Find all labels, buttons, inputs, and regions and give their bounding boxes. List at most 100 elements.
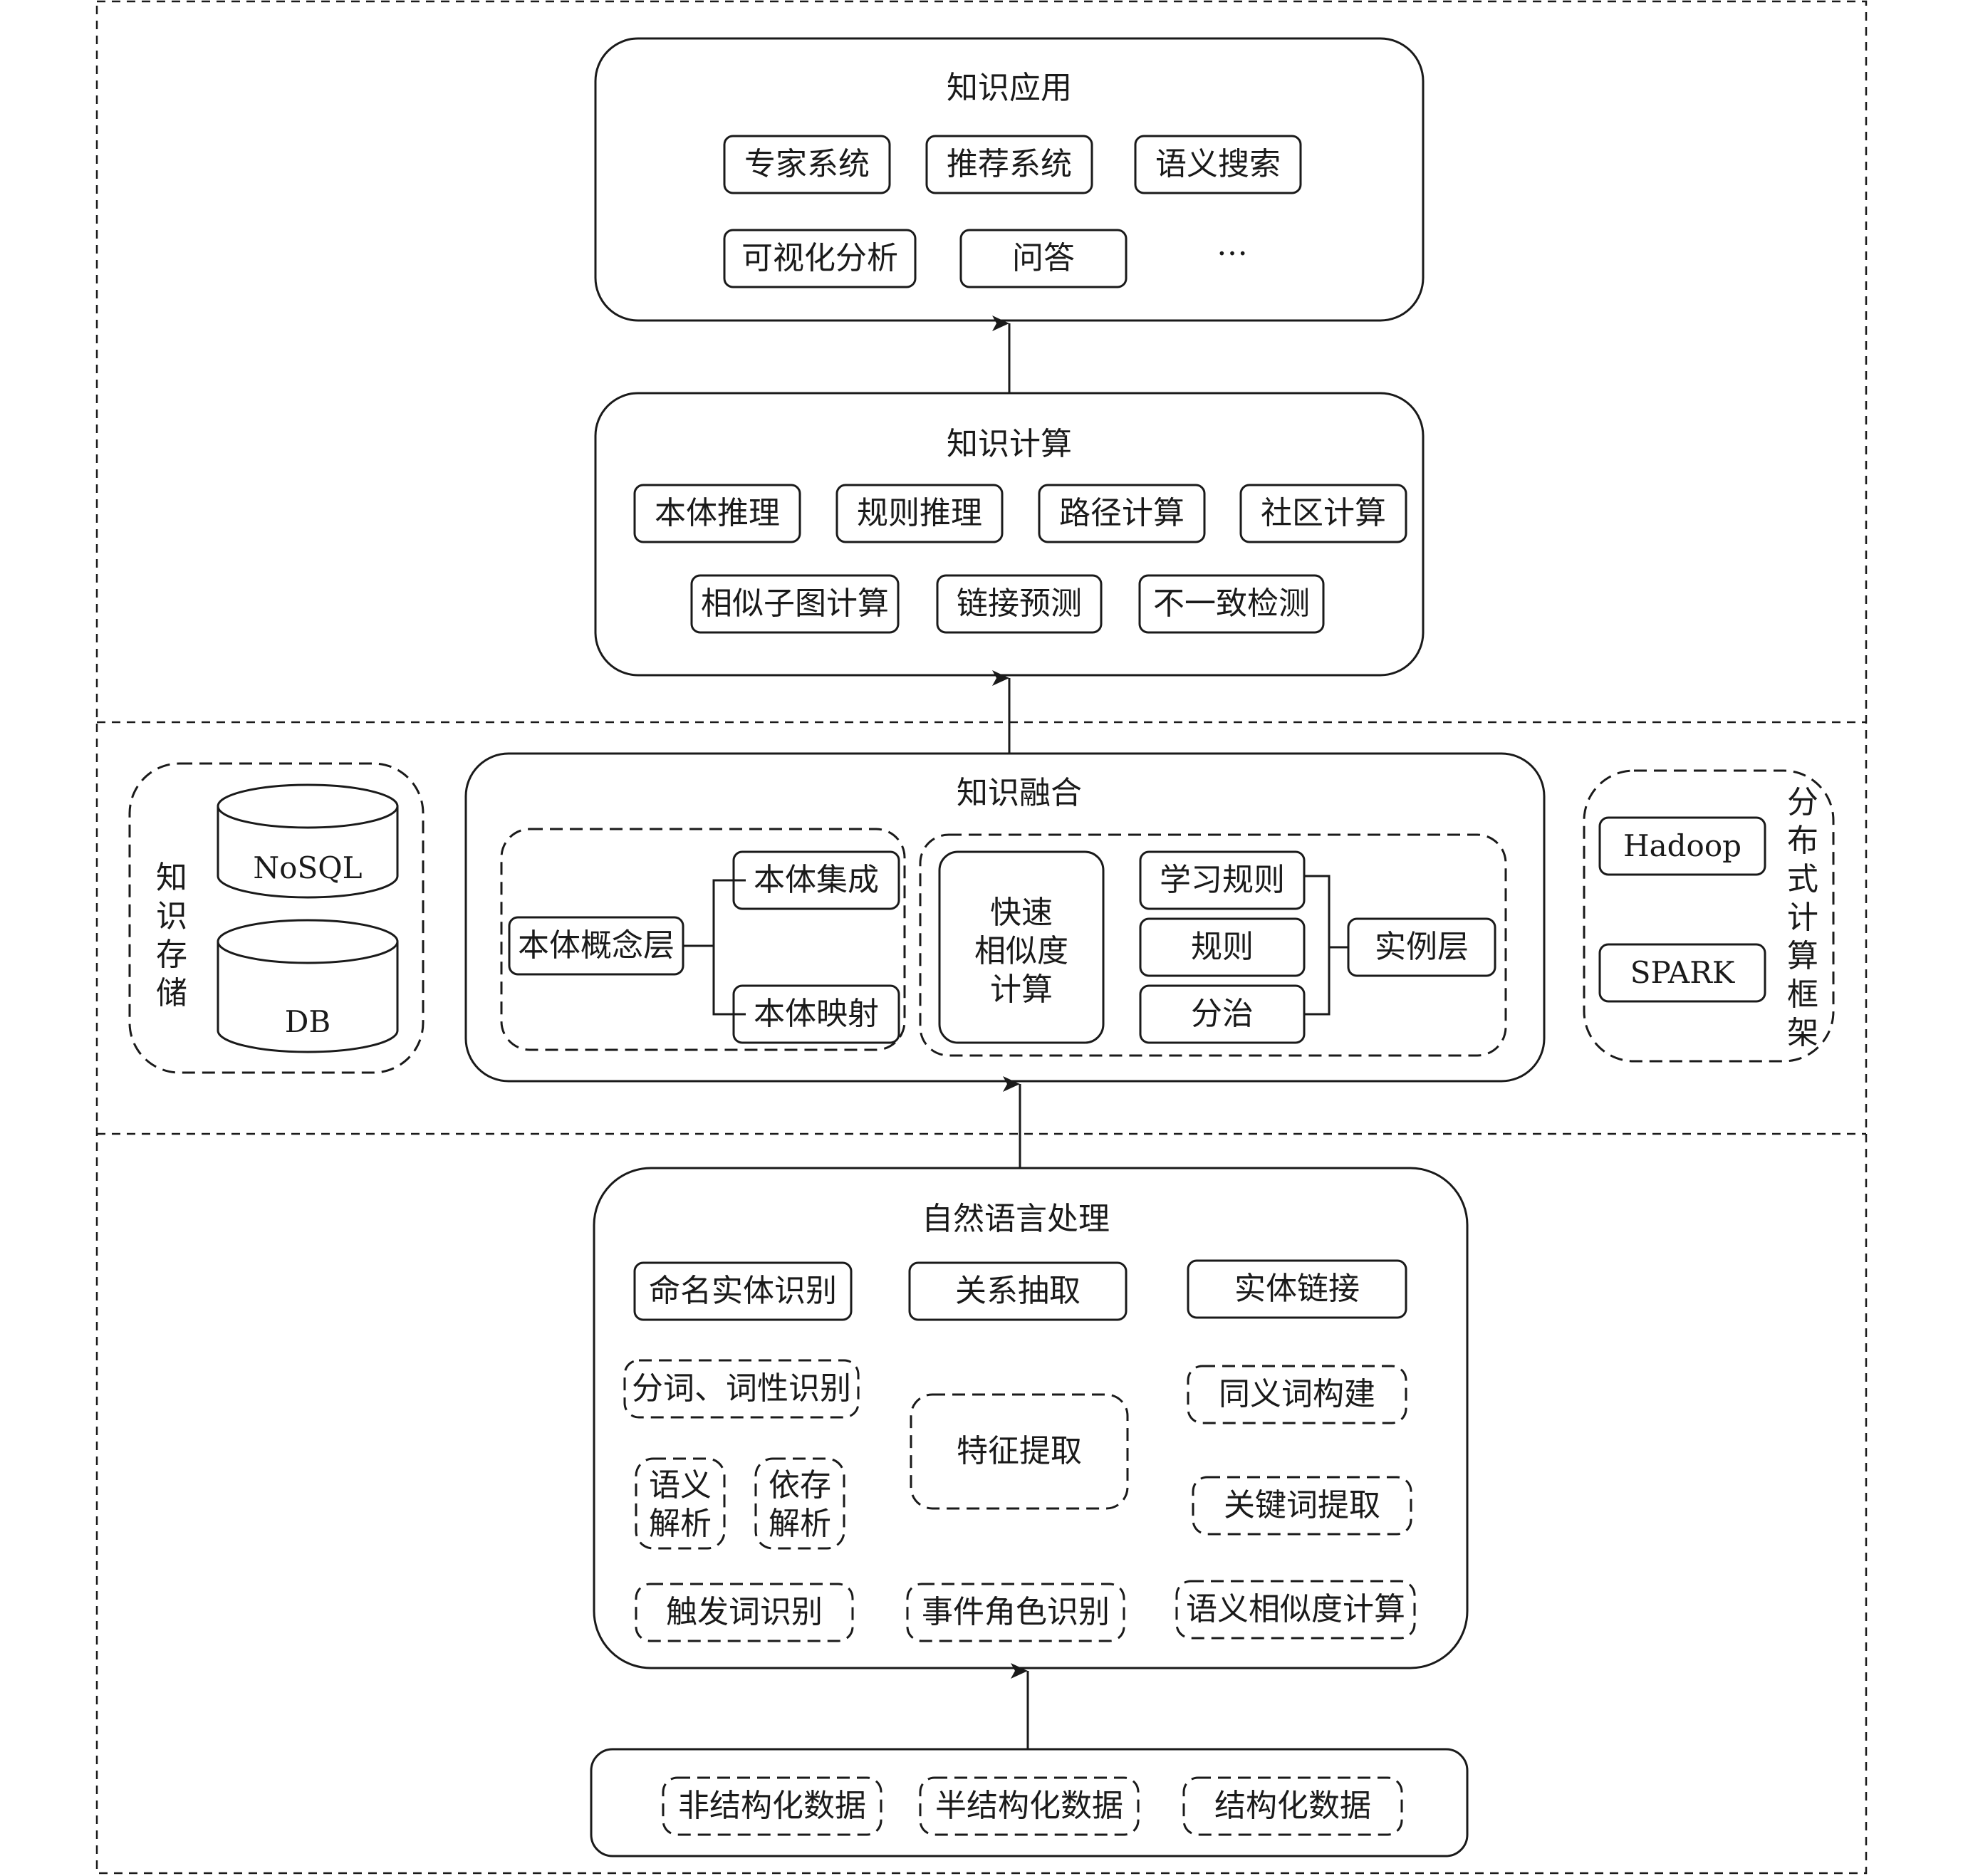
ontology-mapping-label: 本体映射 <box>754 996 879 1032</box>
entity-linking-box <box>1187 1259 1407 1319</box>
knowledge-application-box <box>594 37 1425 322</box>
knowledge-computation-title: 知识计算 <box>947 426 1072 462</box>
dependency-parsing-line-2: 解析 <box>769 1506 831 1542</box>
db-cylinder <box>217 919 399 1053</box>
distributed-title-2: 布 <box>1787 823 1818 859</box>
distributed-title-7: 架 <box>1787 1015 1818 1051</box>
path-computation-label: 路径计算 <box>1059 495 1184 531</box>
semantic-search-box <box>1134 135 1302 194</box>
recommender-label: 推荐系统 <box>947 146 1072 182</box>
ontology-integration-label: 本体集成 <box>754 862 879 898</box>
spark-box <box>1598 943 1766 1003</box>
segmentation-box <box>623 1359 860 1419</box>
link-prediction-label: 链接预测 <box>957 585 1082 622</box>
synonym-building-label: 同义词构建 <box>1219 1376 1375 1412</box>
unstructured-label: 非结构化数据 <box>678 1788 866 1824</box>
rules-box <box>1139 917 1306 977</box>
semantic-parsing-box <box>635 1457 726 1550</box>
inconsistency-box <box>1138 574 1325 634</box>
feature-extraction-box <box>910 1393 1129 1510</box>
spark-label: SPARK <box>1630 955 1735 990</box>
fast-similarity-line-3: 计算 <box>990 971 1053 1008</box>
rule-reasoning-box <box>835 484 1004 543</box>
community-computation-box <box>1239 484 1407 543</box>
community-computation-label: 社区计算 <box>1261 495 1386 531</box>
fast-similarity-box <box>938 850 1105 1044</box>
synonym-building-box <box>1187 1365 1407 1424</box>
distributed-title-5: 算 <box>1787 938 1818 974</box>
ontology-reasoning-label: 本体推理 <box>655 495 780 531</box>
dependency-parsing-line-1: 依存 <box>769 1467 831 1504</box>
semi-structured-label: 半结构化数据 <box>935 1788 1123 1824</box>
distributed-framework-box <box>1583 769 1835 1063</box>
knowledge-storage-title-1: 知 <box>156 860 187 896</box>
ontology-bracket <box>683 879 746 1016</box>
learn-rules-label: 学习规则 <box>1160 862 1285 898</box>
keyword-extraction-label: 关键词提取 <box>1224 1487 1380 1523</box>
nlp-box <box>593 1167 1469 1669</box>
outer-frame <box>95 0 1868 1875</box>
instance-layer-box <box>1347 917 1496 977</box>
similar-subgraph-label: 相似子图计算 <box>701 585 889 622</box>
ner-box <box>633 1261 853 1321</box>
learn-rules-box <box>1139 850 1306 910</box>
entity-linking-label: 实体链接 <box>1234 1271 1360 1307</box>
structured-label: 结构化数据 <box>1214 1788 1371 1824</box>
path-computation-box <box>1038 484 1206 543</box>
ontology-layer-label: 本体概念层 <box>518 927 675 964</box>
distributed-title-4: 计 <box>1787 900 1818 936</box>
visual-analysis-box <box>723 229 917 288</box>
knowledge-storage-title-2: 识 <box>156 898 187 934</box>
qa-label: 问答 <box>1012 240 1075 276</box>
divide-label: 分治 <box>1191 996 1254 1032</box>
qa-box <box>959 229 1128 288</box>
distributed-title-1: 分 <box>1787 784 1818 820</box>
instance-group-box <box>919 833 1507 1057</box>
instance-layer-label: 实例层 <box>1375 929 1469 965</box>
feature-extraction-label: 特征提取 <box>957 1433 1082 1469</box>
ontology-reasoning-box <box>633 484 801 543</box>
trigger-recognition-box <box>635 1583 854 1642</box>
nosql-label: NoSQL <box>253 850 363 885</box>
nosql-cylinder <box>217 783 399 899</box>
ellipsis-label: … <box>1217 226 1248 263</box>
dependency-parsing-box <box>754 1457 845 1550</box>
semantic-similarity-label: 语义相似度计算 <box>1186 1591 1405 1627</box>
event-role-label: 事件角色识别 <box>922 1594 1110 1630</box>
data-sources-box <box>590 1748 1469 1857</box>
semi-structured-box <box>919 1776 1140 1836</box>
semantic-parsing-line-1: 语义 <box>649 1467 712 1504</box>
db-label: DB <box>284 1004 331 1039</box>
rules-label: 规则 <box>1191 929 1254 965</box>
knowledge-application-title: 知识应用 <box>947 70 1072 106</box>
semantic-search-label: 语义搜索 <box>1155 146 1281 182</box>
ner-label: 命名实体识别 <box>649 1273 837 1309</box>
relation-extraction-label: 关系抽取 <box>955 1273 1081 1309</box>
relation-extraction-box <box>908 1261 1128 1321</box>
expert-system-label: 专家系统 <box>744 146 870 182</box>
knowledge-fusion-title: 知识融合 <box>957 775 1082 811</box>
trigger-recognition-label: 触发词识别 <box>666 1594 823 1630</box>
distributed-title-6: 框 <box>1787 976 1818 1013</box>
link-prediction-box <box>936 574 1103 634</box>
instance-bracket <box>1304 875 1348 1016</box>
expert-system-box <box>723 135 891 194</box>
visual-analysis-label: 可视化分析 <box>741 240 898 276</box>
knowledge-storage-title-3: 存 <box>156 937 187 973</box>
rule-reasoning-label: 规则推理 <box>857 495 982 531</box>
unstructured-box <box>662 1776 882 1836</box>
knowledge-storage-title-4: 储 <box>156 975 187 1011</box>
hadoop-box <box>1598 816 1766 876</box>
fast-similarity-line-1: 快速 <box>990 895 1053 931</box>
recommender-box <box>925 135 1093 194</box>
inconsistency-label: 不一致检测 <box>1153 585 1310 622</box>
event-role-box <box>906 1583 1125 1642</box>
segmentation-label: 分词、词性识别 <box>632 1370 851 1407</box>
keyword-extraction-box <box>1192 1476 1412 1536</box>
distributed-title-3: 式 <box>1787 861 1818 897</box>
fast-similarity-line-2: 相似度 <box>974 933 1068 969</box>
structured-box <box>1182 1776 1403 1836</box>
nlp-title: 自然语言处理 <box>922 1201 1110 1237</box>
